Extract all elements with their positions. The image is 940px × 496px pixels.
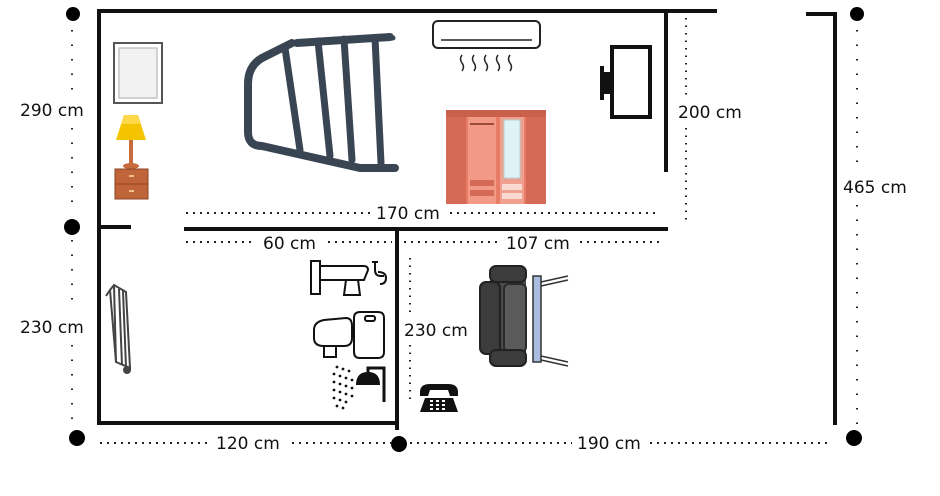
- picture-frame-icon: [113, 42, 163, 104]
- dimension-lines: [71, 18, 858, 444]
- dim-label-bedroom-wall: 200 cm: [678, 103, 742, 123]
- bed-icon: [244, 33, 399, 172]
- corner-markers: [64, 7, 864, 452]
- dim-label-left-upper: 290 cm: [20, 101, 84, 121]
- towel-rack-icon: [105, 283, 132, 374]
- dim-label-bath-height: 230 cm: [404, 321, 468, 341]
- corner-marker: [69, 430, 85, 446]
- wardrobe-icon: [446, 110, 546, 204]
- dim-label-bottom-left: 120 cm: [216, 434, 280, 454]
- dim-label-bottom-right: 190 cm: [577, 434, 641, 454]
- dim-label-living-width: 107 cm: [506, 234, 570, 254]
- walls: [97, 9, 837, 430]
- dim-label-total-height: 465 cm: [843, 178, 907, 198]
- dim-label-upper-width: 170 cm: [376, 204, 440, 224]
- corner-marker: [66, 7, 80, 21]
- corner-marker: [64, 219, 80, 235]
- tv-icon: [600, 45, 652, 119]
- toilet-icon: [313, 311, 385, 359]
- corner-marker: [846, 430, 862, 446]
- sofa-icon: [479, 265, 569, 367]
- telephone-icon: [420, 384, 458, 412]
- corner-marker: [850, 7, 864, 21]
- shower-icon: [332, 365, 386, 410]
- washbasin-icon: [310, 260, 388, 296]
- dim-label-bath-width: 60 cm: [263, 234, 316, 254]
- air-conditioner-icon: [432, 20, 541, 72]
- table-lamp-icon: [114, 115, 149, 200]
- corner-marker: [391, 436, 407, 452]
- dim-label-left-lower: 230 cm: [20, 318, 84, 338]
